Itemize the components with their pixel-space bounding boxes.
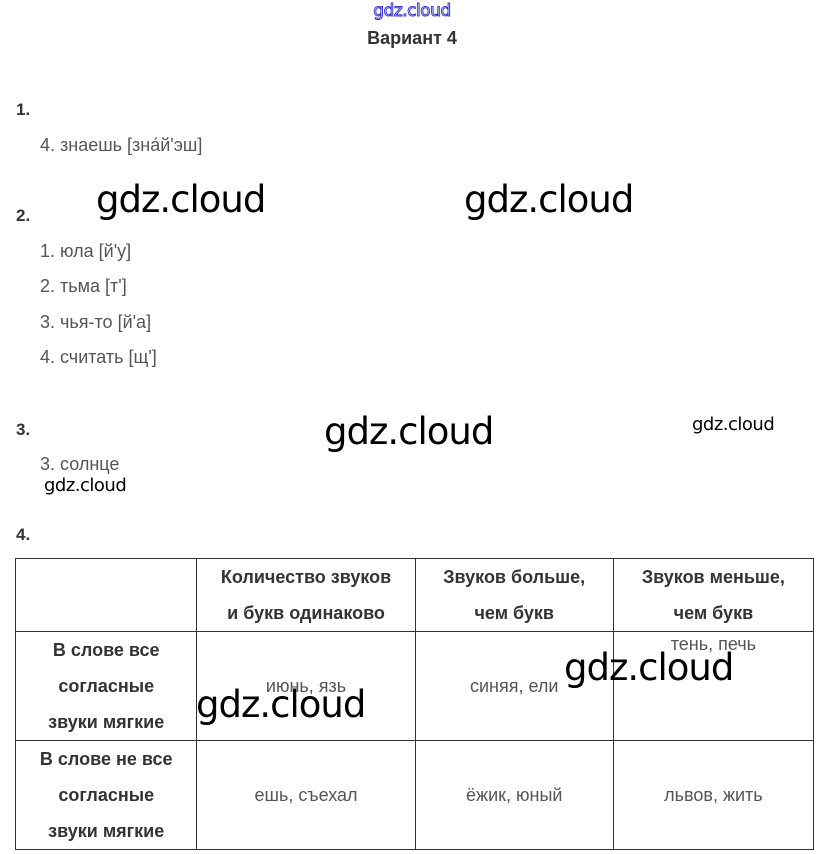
table-header-row: Количество звуков и букв одинаково Звуко… bbox=[14, 558, 815, 632]
column-header-equal: Количество звуков и букв одинаково bbox=[196, 558, 416, 632]
task-2-answer-4: 4. считать [щ'] bbox=[40, 347, 157, 367]
table-row: В слове все согласные звуки мягкие июнь,… bbox=[14, 631, 815, 741]
column-header-line: чем букв bbox=[673, 603, 754, 623]
cell-value: ешь, съехал bbox=[254, 784, 358, 805]
cell-value: синяя, ели bbox=[470, 675, 559, 696]
task-3-answer-1: 3. солнце bbox=[40, 454, 120, 474]
cell-value: июнь, язь bbox=[265, 675, 347, 696]
column-header-line: Звуков меньше, bbox=[641, 567, 785, 587]
row-header-line: согласные bbox=[58, 676, 155, 696]
row-header-all-soft: В слове все согласные звуки мягкие bbox=[14, 631, 198, 741]
watermark: gdz.cloud bbox=[324, 410, 494, 453]
watermark: gdz.cloud bbox=[44, 475, 127, 496]
page-title: Вариант 4 bbox=[367, 28, 457, 48]
watermark: gdz.cloud bbox=[692, 414, 775, 435]
column-header-line: Количество звуков bbox=[220, 567, 392, 587]
watermark: gdz.cloud bbox=[464, 178, 634, 221]
column-header-more-sounds: Звуков больше, чем букв bbox=[414, 558, 614, 632]
cell-value: львов, жить bbox=[664, 784, 763, 805]
task-number-2: 2. bbox=[16, 206, 31, 225]
table-cell: львов, жить bbox=[612, 740, 815, 850]
cell-value: тень, печь bbox=[670, 634, 757, 654]
site-logo[interactable]: gdz.cloud bbox=[373, 1, 452, 22]
task-number-3: 3. bbox=[16, 420, 31, 439]
column-header-fewer-sounds: Звуков меньше, чем букв bbox=[612, 558, 815, 632]
watermark: gdz.cloud bbox=[96, 178, 266, 221]
row-header-line: В слове все bbox=[52, 640, 160, 660]
sounds-letters-table: Количество звуков и букв одинаково Звуко… bbox=[14, 558, 815, 850]
task-2-answer-1: 1. юла [й'у] bbox=[40, 241, 132, 261]
table-cell: тень, печь bbox=[612, 631, 815, 741]
row-header-line: звуки мягкие bbox=[48, 821, 165, 841]
task-number-1: 1. bbox=[16, 100, 31, 119]
watermark: gdz.cloud bbox=[196, 683, 366, 726]
table-corner-cell bbox=[14, 558, 198, 632]
task-number-4: 4. bbox=[16, 525, 31, 544]
table-cell: ешь, съехал bbox=[196, 740, 416, 850]
table-cell: синяя, ели bbox=[414, 631, 614, 741]
task-2-answer-3: 3. чья-то [й'а] bbox=[40, 312, 152, 332]
column-header-line: чем букв bbox=[474, 603, 554, 623]
cell-value: ёжик, юный bbox=[466, 784, 563, 805]
row-header-line: звуки мягкие bbox=[48, 712, 165, 732]
table-row: В слове не все согласные звуки мягкие еш… bbox=[14, 740, 815, 850]
row-header-not-all-soft: В слове не все согласные звуки мягкие bbox=[14, 740, 198, 850]
column-header-line: Звуков больше, bbox=[443, 567, 586, 587]
column-header-line: и букв одинаково bbox=[227, 603, 385, 623]
row-header-line: согласные bbox=[58, 785, 155, 805]
watermark: gdz.cloud bbox=[564, 646, 734, 689]
task-1-answer-1: 4. знаешь [зна́й'эш] bbox=[40, 135, 203, 155]
table-cell: ёжик, юный bbox=[414, 740, 614, 850]
task-2-answer-2: 2. тьма [т'] bbox=[40, 276, 127, 296]
row-header-line: В слове не все bbox=[39, 749, 173, 769]
